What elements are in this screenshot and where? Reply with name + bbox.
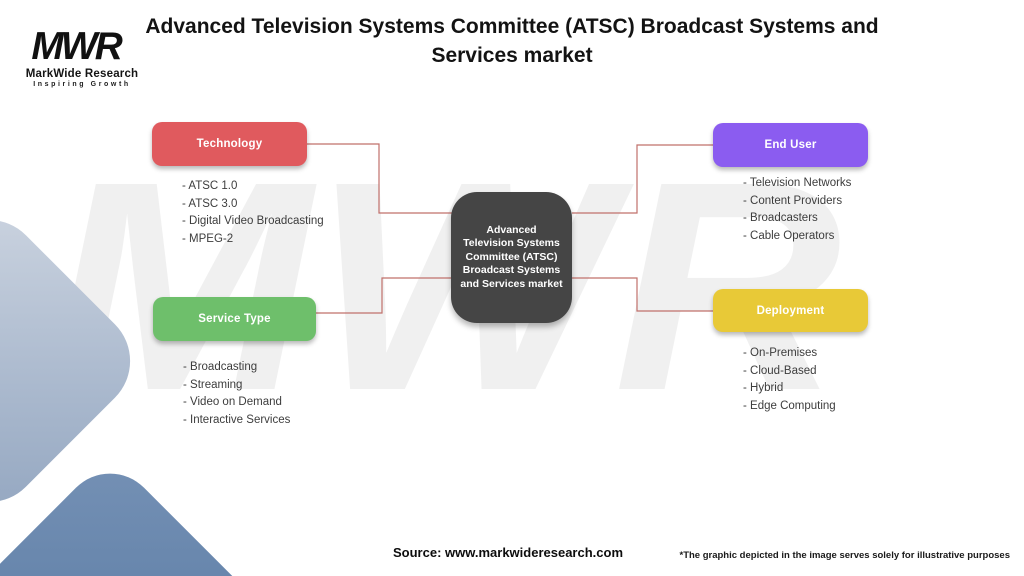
page-title: Advanced Television Systems Committee (A… — [145, 15, 879, 67]
watermark-logo-text: MWR — [48, 120, 844, 453]
disclaimer-note: *The graphic depicted in the image serve… — [679, 550, 1011, 561]
list-item: - Content Providers — [743, 194, 843, 207]
list-item: - On-Premises — [743, 347, 818, 359]
category-service-type-header: Service Type — [153, 297, 316, 341]
category-service-type-list: - Broadcasting - Streaming - Video on Dema… — [183, 359, 316, 429]
category-end-user-header: End User — [713, 123, 868, 167]
list-item: - ATSC 3.0 — [182, 197, 238, 210]
category-technology-header: Technology — [152, 122, 307, 166]
list-item: - Digital Video Broadcasting — [182, 215, 324, 227]
list-item: - Hybrid — [743, 382, 784, 394]
connector-technology — [307, 143, 452, 214]
list-item: - Edge Computing — [743, 399, 836, 412]
source-note: Source: www.markwideresearch.com — [393, 545, 624, 560]
svg-text:MWR: MWR — [31, 25, 122, 68]
list-item: - MPEG-2 — [182, 232, 234, 245]
markwide-logo: MWR MarkWide Research Inspiring Growth — [20, 24, 144, 88]
connector-end-user — [572, 144, 713, 214]
category-technology-list: - ATSC 1.0 - ATSC 3.0 - Digital Video Broa… — [182, 178, 324, 248]
category-deployment-header: Deployment — [713, 289, 868, 332]
connector-deployment — [572, 277, 713, 312]
list-item: - Cable Operators — [743, 229, 835, 242]
list-item: - Interactive Services — [183, 413, 291, 426]
list-item: - Broadcasting — [183, 361, 258, 373]
list-item: - Cloud-Based — [743, 364, 817, 377]
category-service-type: Service Type - Broadcasting- Streaming- … — [153, 297, 316, 429]
list-item: - ATSC 1.0 — [182, 180, 238, 192]
category-end-user: End User - Television Networks - Content … — [713, 123, 868, 245]
list-item: - Streaming — [183, 378, 243, 391]
list-item: - Television Networks — [743, 177, 852, 189]
category-deployment-list: - On-Premises - Cloud-Based - Hybrid - Edge… — [743, 345, 868, 415]
connector-service-type — [316, 277, 452, 314]
category-technology: Technology - ATSC 1.0 - ATSC 3.0 - Digital… — [152, 122, 324, 248]
list-item: - Broadcasters — [743, 212, 818, 224]
logo-company-name: MarkWide Research — [25, 68, 139, 80]
markwide-logo-icon: MWR — [31, 25, 125, 68]
list-item: - Video on Demand — [183, 396, 282, 408]
logo-tagline: Inspiring Growth — [33, 81, 131, 88]
category-end-user-list: - Television Networks - Content Providers… — [743, 175, 868, 245]
central-market-node: Advanced Television Systems Committee (A… — [451, 192, 572, 323]
category-deployment: Deployment - On-Premises - Cloud-Based - H… — [713, 289, 868, 415]
